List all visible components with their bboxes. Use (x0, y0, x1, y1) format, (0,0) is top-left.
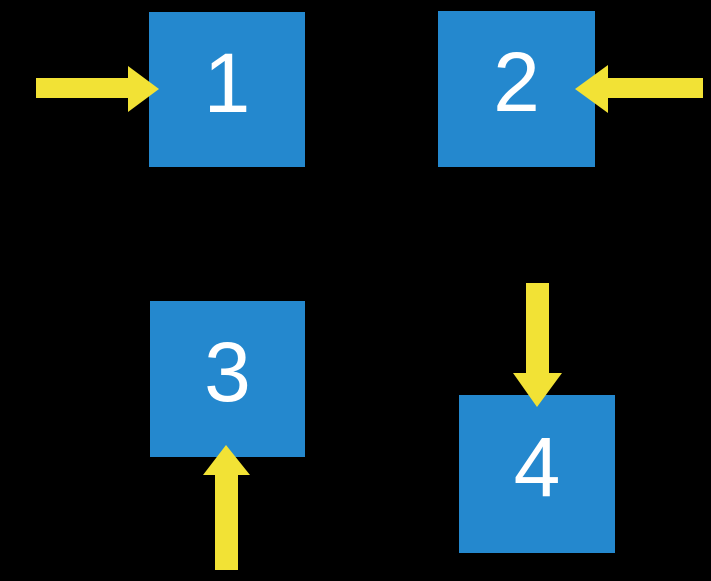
arrow-down-icon (513, 283, 562, 407)
numbered-box-4: 4 (459, 395, 615, 553)
arrow-up-icon (203, 445, 250, 570)
box-label: 4 (513, 420, 561, 514)
numbered-box-1: 1 (149, 12, 305, 167)
arrow-right-icon (36, 66, 159, 112)
numbered-box-2: 2 (438, 11, 595, 167)
box-label: 2 (493, 35, 540, 129)
numbered-box-3: 3 (150, 301, 305, 457)
box-label: 1 (203, 35, 251, 130)
box-label: 3 (204, 325, 251, 419)
